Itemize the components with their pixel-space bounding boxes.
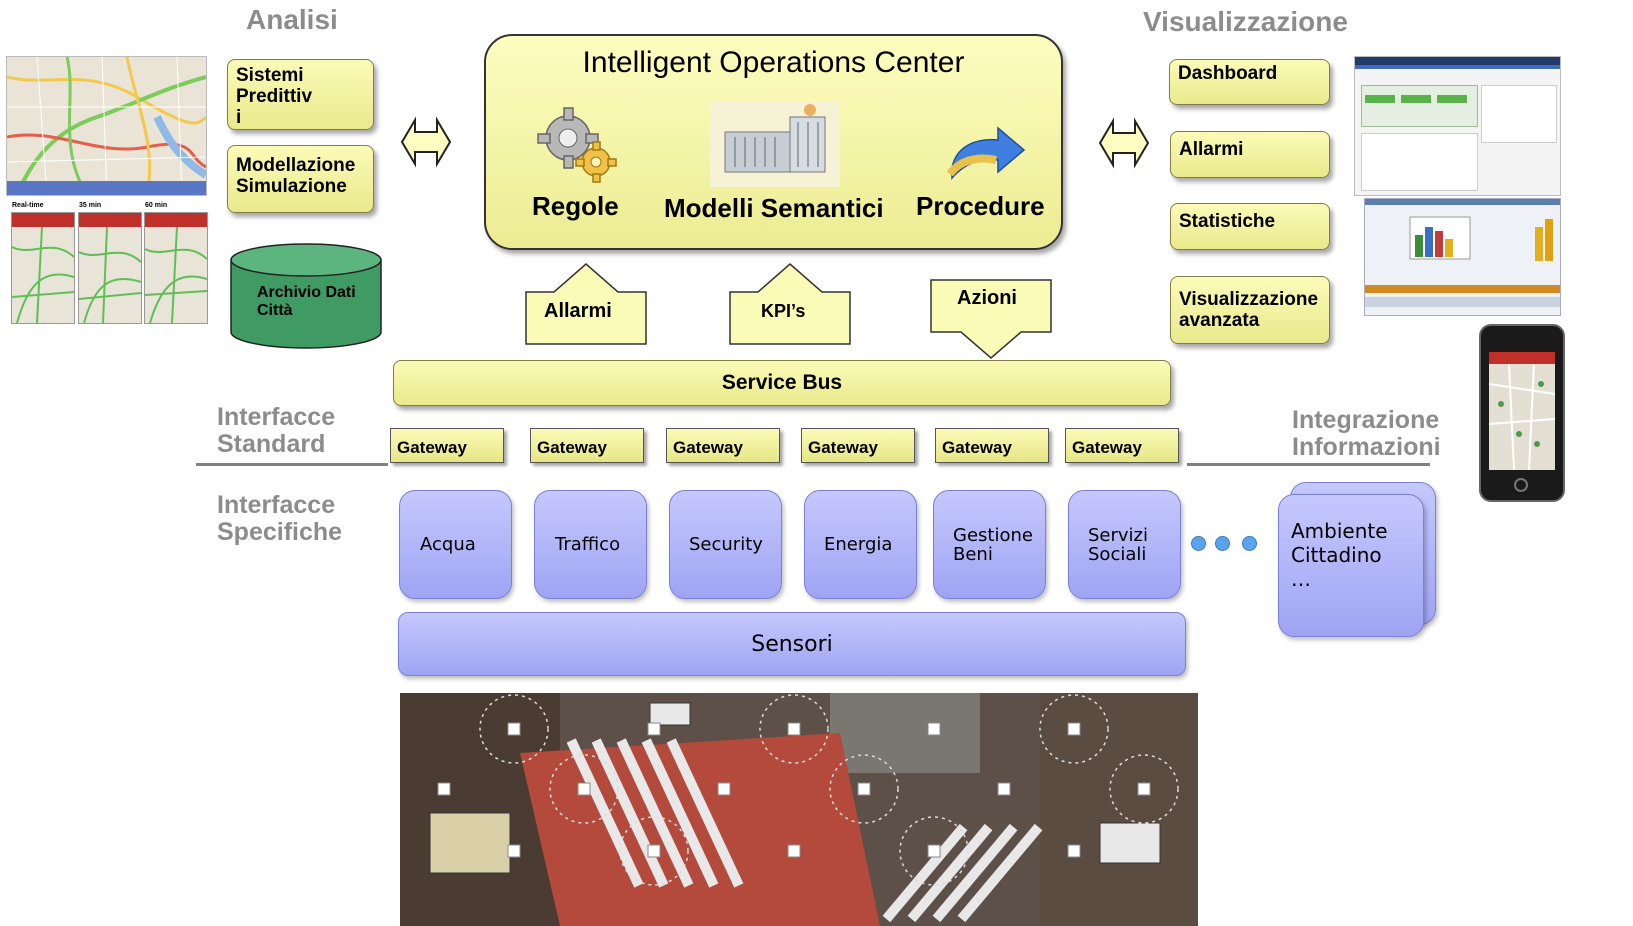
- interfacce-specifiche-label: Interfacce Specifiche: [217, 491, 343, 546]
- map-label-60min: 60 min: [145, 202, 168, 209]
- procedure-arrow-icon: [946, 126, 1026, 180]
- regole-label: Regole: [532, 191, 619, 221]
- left-divider: [196, 463, 388, 466]
- modellazione-simulazione-box: Modellazione Simulazione: [227, 145, 374, 213]
- dashboard-label: Dashboard: [1178, 63, 1278, 84]
- archivio-dati-label: Archivio Dati Città: [257, 284, 356, 319]
- phone-map-image-3: [144, 212, 208, 324]
- dashboard-box: Dashboard: [1169, 59, 1330, 105]
- sensori-label: Sensori: [751, 631, 833, 657]
- gateway-4: Gateway: [801, 428, 915, 463]
- domain-acqua-label: Acqua: [420, 534, 476, 555]
- archivio-dati-cylinder: [230, 243, 382, 349]
- semantic-models-icon: [710, 102, 840, 187]
- domain-energia-box: Energia: [804, 490, 917, 599]
- modelli-semantici-label: Modelli Semantici: [664, 193, 884, 223]
- dashboard-screenshot: [1354, 56, 1561, 196]
- domain-traffico-label: Traffico: [555, 534, 621, 555]
- city-traffic-map-image: [6, 56, 207, 196]
- sistemi-predittivi-box: Sistemi Predittiv i: [227, 59, 374, 130]
- ioc-title: Intelligent Operations Center: [582, 46, 965, 79]
- domain-gestione-beni-label: Gestione Beni: [953, 524, 1033, 565]
- kpi-flow-label: KPI’s: [761, 301, 806, 321]
- allarmi-flow-label: Allarmi: [544, 300, 612, 322]
- double-arrow-left: [400, 116, 452, 168]
- sensori-bar: Sensori: [398, 612, 1186, 676]
- azioni-flow-label: Azioni: [957, 287, 1017, 309]
- visualizzazione-heading: Visualizzazione: [1143, 6, 1348, 37]
- service-bus-label: Service Bus: [721, 371, 843, 394]
- more-dot-1: [1191, 536, 1206, 551]
- domain-gestione-beni-box: Gestione Beni: [933, 490, 1046, 599]
- statistics-screenshot: [1364, 198, 1561, 316]
- double-arrow-right: [1098, 117, 1150, 169]
- service-bus-bar: Service Bus: [393, 360, 1171, 406]
- phone-map-image-1: [11, 212, 75, 324]
- ambiente-cittadino-box: Ambiente Cittadino …: [1278, 494, 1424, 637]
- ambiente-cittadino-label: Ambiente Cittadino …: [1291, 519, 1388, 591]
- gears-icon: [537, 107, 617, 183]
- domain-security-label: Security: [689, 534, 763, 555]
- gateway-6: Gateway: [1065, 428, 1179, 463]
- sistemi-predittivi-label: Sistemi Predittiv i: [236, 65, 313, 128]
- gateway-5: Gateway: [935, 428, 1049, 463]
- domain-acqua-box: Acqua: [399, 490, 512, 599]
- domain-traffico-box: Traffico: [534, 490, 647, 599]
- gateway-3: Gateway: [666, 428, 780, 463]
- map-label-35min: 35 min: [79, 202, 102, 209]
- interfacce-standard-label: Interfacce Standard: [217, 403, 336, 458]
- domain-security-box: Security: [669, 490, 782, 599]
- visualizzazione-avanzata-box: Visualizzazione avanzata: [1170, 276, 1330, 344]
- visualizzazione-avanzata-label: Visualizzazione avanzata: [1179, 289, 1319, 331]
- kpi-up-arrow: [729, 263, 851, 345]
- domain-servizi-sociali-box: Servizi Sociali: [1068, 490, 1181, 599]
- procedure-label: Procedure: [916, 191, 1045, 221]
- more-dot-2: [1215, 536, 1230, 551]
- allarmi-up-arrow: [525, 263, 647, 345]
- integrazione-informazioni-label: Integrazione Informazioni: [1292, 406, 1441, 461]
- modellazione-simulazione-label: Modellazione Simulazione: [236, 155, 356, 197]
- allarmi-box: Allarmi: [1170, 131, 1330, 178]
- map-label-realtime: Real-time: [12, 202, 44, 209]
- gateway-2: Gateway: [530, 428, 644, 463]
- domain-servizi-sociali-label: Servizi Sociali: [1088, 524, 1149, 565]
- gateway-1: Gateway: [390, 428, 504, 463]
- allarmi-label: Allarmi: [1179, 139, 1244, 160]
- smartphone-image: [1479, 324, 1565, 502]
- azioni-down-arrow: [930, 279, 1052, 359]
- analisi-heading: Analisi: [246, 4, 338, 35]
- phone-map-image-2: [78, 212, 142, 324]
- more-dot-3: [1242, 536, 1257, 551]
- right-divider: [1187, 463, 1430, 466]
- statistiche-label: Statistiche: [1179, 211, 1276, 232]
- statistiche-box: Statistiche: [1170, 203, 1330, 250]
- ioc-box: Intelligent Operations Center Regole Mod…: [484, 34, 1063, 250]
- domain-energia-label: Energia: [824, 534, 893, 555]
- city-intersection-photo: [400, 693, 1198, 926]
